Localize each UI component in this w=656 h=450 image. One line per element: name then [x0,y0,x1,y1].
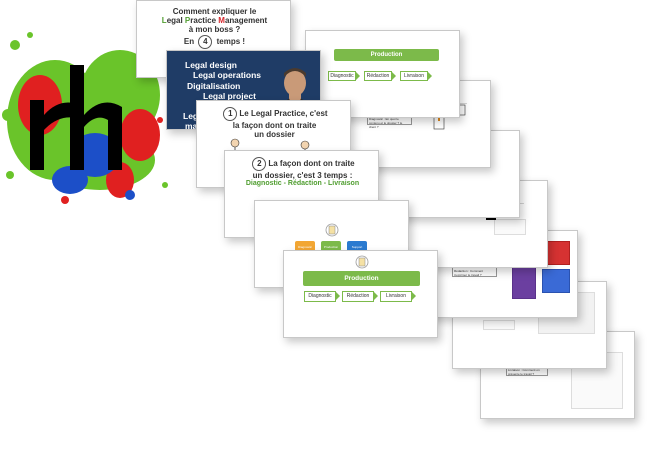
two-line2: un dossier, c'est 3 temps : [252,171,353,180]
one-line2: la façon dont on traite [232,121,317,130]
rh-logo [2,32,168,204]
document-icon [325,223,339,237]
one-line3: un dossier [254,130,295,140]
redaction-note: Rédaction : Comment t'exprimer le travai… [452,267,497,277]
production-bar-back: Production [334,49,439,61]
topic-6: ma [185,121,198,130]
rh-letters [30,65,122,170]
slide-production-front[interactable]: Production Diagnostic Rédaction Livraiso… [283,250,438,338]
intro-line2: Legal Practice Management [161,16,268,26]
production-bar-front: Production [303,271,420,286]
chevron-front-diagnostic: Diagnostic [304,291,340,302]
blue-card-thumb [542,269,570,293]
topic-1: Legal design [185,60,237,70]
topic-2: Legal operations [193,70,262,80]
two-steps: Diagnostic - Rédaction - Livraison [245,180,360,188]
chevron-back-diagnostic: Diagnostic [328,71,360,81]
topic-3: Digitalisation [187,81,241,91]
topic-4: Legal project [203,91,256,101]
intro-line3: à mon boss ? [188,25,241,35]
intro-line1: Comment expliquer le [172,7,257,16]
chevron-front-redaction: Rédaction [342,291,378,302]
intro-line4: En 4 temps ! [137,34,290,49]
document-icon-front [355,255,369,269]
chevron-back-livraison: Livraison [400,71,432,81]
topic-5: Lega [183,111,203,121]
chevron-front-livraison: Livraison [380,291,416,302]
chevron-back-redaction: Rédaction [364,71,396,81]
